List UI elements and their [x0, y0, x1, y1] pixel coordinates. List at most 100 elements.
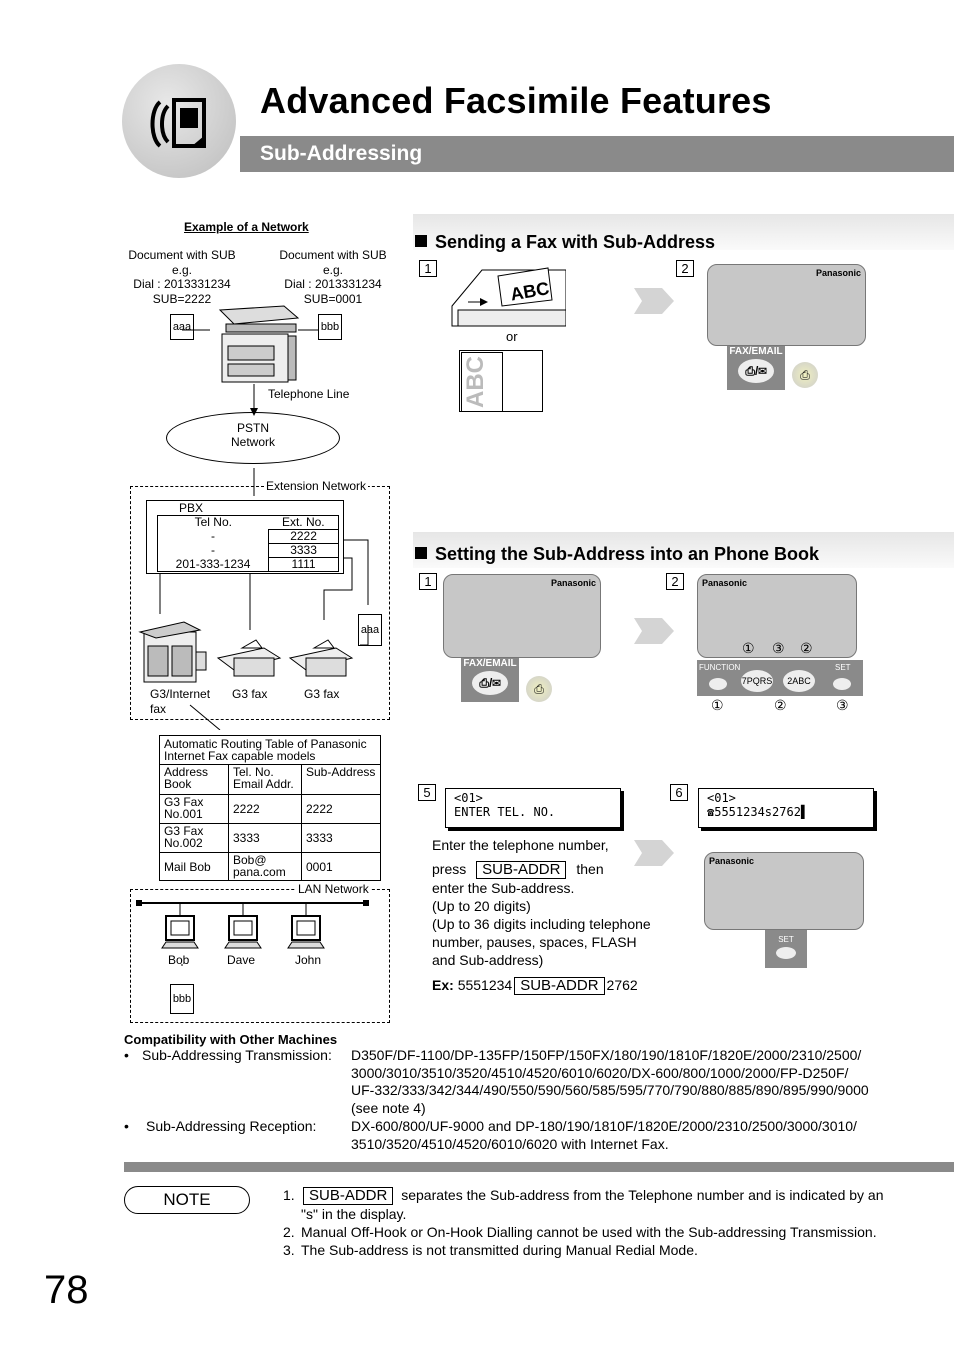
pstn-network-ellipse: PSTN Network [166, 412, 340, 464]
doc-right-caption: Document with SUB e.g. Dial : 2013331234… [270, 248, 396, 306]
rt-cell: G3 Fax [164, 795, 204, 809]
machine-label-line2: fax [150, 701, 167, 716]
telephone-line-label: Telephone Line [268, 387, 350, 401]
network-lines [159, 329, 369, 730]
setting-heading-bar [413, 532, 954, 568]
lan-network-label: LAN Network [296, 882, 371, 896]
network-heading: Example of a Network [184, 220, 309, 234]
note-badge: NOTE [124, 1186, 250, 1214]
bullet-square-icon [415, 547, 427, 559]
sub-addr-key: SUB-ADDR [514, 977, 605, 995]
cursor-block-icon: ▌ [800, 805, 809, 819]
set-key-icon [833, 678, 851, 690]
doc-right-line2: e.g. [322, 262, 343, 277]
key-marker-3: ③ [772, 640, 785, 656]
rt-cell: pana.com [233, 865, 286, 879]
key-strip: FUNCTION 7PQRS 2ABC SET [697, 660, 863, 696]
machine-label-g3-1: G3 fax [232, 687, 268, 701]
pbx-cell: 3333 [268, 543, 339, 558]
document-icon-aaa-2: aaa [358, 614, 382, 646]
sending-heading-bar [413, 214, 954, 250]
step-2: 2 [666, 573, 684, 590]
doc-right-line3: Dial : 2013331234 [284, 277, 382, 291]
lcd6-line1: <01> [707, 791, 736, 805]
rt-header: Sub-Address [306, 765, 376, 779]
doc-left-line2: e.g. [171, 262, 192, 277]
machine-label-g3-2: G3 fax [304, 687, 340, 701]
platen-glass-icon: ABC [459, 350, 543, 412]
rt-cell: 0001 [306, 859, 333, 874]
panel-brand: Panasonic [702, 578, 748, 588]
machine-label-line1: G3/Internet [150, 687, 211, 701]
lan-network-box [130, 889, 390, 1023]
rt-header: Address [164, 765, 209, 779]
section-subtitle-bar: Sub-Addressing [240, 136, 954, 172]
doc-left-caption: Document with SUB e.g. Dial : 2013331234… [112, 248, 252, 306]
rt-cell: 3333 [306, 831, 333, 845]
compat-label: Sub-Addressing Transmission: [142, 1047, 332, 1063]
instruction-line3: enter the Sub-address. [432, 880, 575, 896]
doc-left-line3: Dial : 2013331234 [133, 277, 231, 291]
rt-cell: No.001 [164, 807, 203, 821]
pc-label-dave: Dave [227, 953, 256, 967]
lan-bus-and-pcs [136, 900, 369, 966]
key-marker-1: ① [742, 640, 755, 656]
compat-label: Sub-Addressing Reception: [146, 1118, 317, 1134]
lcd-display-step5: <01> ENTER TEL. NO. [445, 788, 621, 828]
g3-fax-icon-2 [288, 639, 354, 677]
pbx-cell: 1111 [268, 557, 339, 572]
compatibility-heading: Compatibility with Other Machines [124, 1032, 338, 1047]
fax-email-label: FAX/EMAIL [729, 346, 783, 357]
chapter-icon-disc [122, 64, 236, 178]
step-6: 6 [670, 784, 688, 801]
pbx-cell: - [211, 529, 216, 543]
rt-header: Book [164, 777, 192, 791]
note-text: The Sub-address is not transmitted durin… [301, 1242, 698, 1258]
sending-heading-text: Sending a Fax with Sub-Address [435, 232, 716, 252]
divider-bar [124, 1162, 954, 1172]
compat-line: UF-332/333/342/344/490/550/590/560/585/5… [351, 1082, 869, 1098]
step-2: 2 [676, 260, 694, 277]
step-1: 1 [419, 573, 437, 590]
pbx-cell: 201-333-1234 [175, 556, 251, 571]
function-key-icon [709, 678, 727, 690]
sending-heading: Sending a Fax with Sub-Address [415, 232, 715, 253]
arrow-right-icon [634, 618, 674, 644]
fax-lamp-icon: ⎙ [526, 676, 552, 702]
pbx-header-tel: Tel No. [194, 515, 232, 530]
internet-fax-machine-icon [138, 621, 207, 683]
note-text: Manual Off-Hook or On-Hook Dialling cann… [301, 1224, 877, 1240]
compat-models: DX-600/800/UF-9000 and DP-180/190/1810F/… [351, 1118, 911, 1153]
routing-title-line2: Internet Fax capable models [164, 749, 316, 763]
key-2abc: 2ABC [783, 670, 815, 692]
pc-icon-bob [161, 915, 199, 949]
panel-brand: Panasonic [550, 578, 596, 588]
note-num: 2. [283, 1224, 295, 1240]
section-subtitle: Sub-Addressing [260, 142, 423, 165]
note-num: 3. [283, 1242, 295, 1258]
bullet: • [124, 1118, 129, 1134]
control-panel-image: Panasonic [443, 574, 601, 658]
machine-label-internet-fax: G3/Internet fax [150, 687, 210, 716]
page-number: 78 [44, 1268, 89, 1312]
lcd5-line2: ENTER TEL. NO. [454, 805, 556, 819]
document-icon-bbb-2: bbb [170, 984, 194, 1014]
control-panel-image: Panasonic [697, 574, 857, 658]
key-caption-3: ③ [836, 697, 849, 713]
compat-line: D350F/DF-1100/DP-135FP/150FP/150FX/180/1… [351, 1047, 862, 1063]
key-caption-2: ② [774, 697, 787, 713]
fax-email-button-image: FAX/EMAIL ⎙/✉ [461, 658, 519, 702]
pbx-table: PBX Tel No. Ext. No. -2222 -3333 201-333… [146, 500, 344, 574]
set-label: SET [778, 935, 794, 944]
lcd5-line1: <01> [454, 791, 483, 805]
setting-heading: Setting the Sub-Address into an Phone Bo… [415, 544, 819, 565]
rt-header: Email Addr. [233, 777, 294, 791]
rt-cell: 2222 [306, 802, 333, 816]
set-key-label: SET [835, 663, 851, 672]
pbx-cell: 2222 [268, 529, 339, 544]
note-num: 1. [283, 1187, 295, 1203]
fax-lamp-icon: ⎙ [792, 362, 818, 388]
rt-cell: Bob@ [233, 853, 267, 867]
rt-header: Tel. No. [233, 765, 274, 779]
